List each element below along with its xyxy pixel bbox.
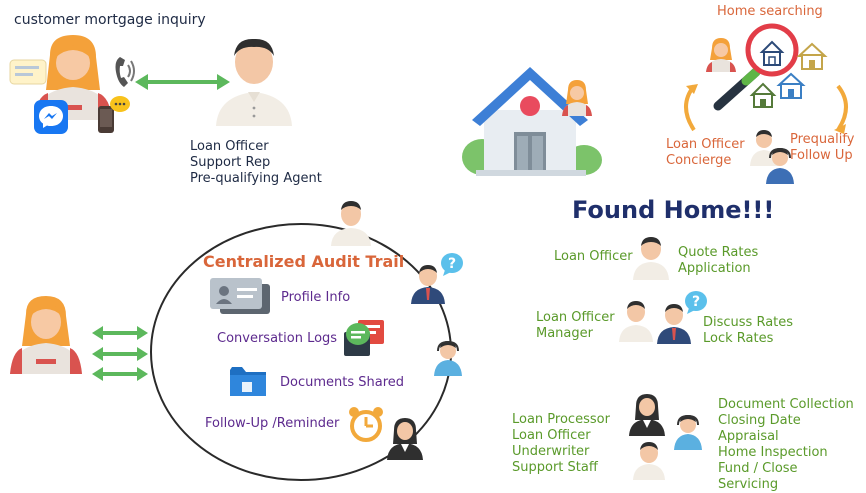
customer-woman-icon bbox=[10, 296, 82, 374]
connection-arrow bbox=[92, 347, 148, 361]
profile-card-icon bbox=[210, 278, 270, 314]
stage1-right-label: Quote Rates Application bbox=[678, 245, 759, 276]
inquiry-role: Support Rep bbox=[190, 155, 271, 170]
processor-woman-icon bbox=[387, 418, 423, 460]
magnifier-icon bbox=[713, 23, 799, 111]
stage2-left-label: Loan Officer Manager bbox=[536, 310, 615, 341]
inquiry-role: Loan Officer bbox=[190, 139, 269, 154]
svg-text:?: ? bbox=[448, 256, 456, 272]
house-icon bbox=[462, 67, 602, 176]
chat-bubble-icon bbox=[9, 59, 47, 85]
processor-woman-icon bbox=[629, 394, 665, 436]
house-outline-icon bbox=[776, 72, 806, 99]
agent-headset-icon bbox=[674, 414, 702, 450]
question-bubble-icon: ? bbox=[441, 253, 463, 276]
connection-arrow bbox=[92, 326, 148, 340]
stage2-right-label: Discuss Rates Lock Rates bbox=[703, 315, 794, 346]
svg-text:?: ? bbox=[692, 294, 700, 310]
audit-title: Centralized Audit Trail bbox=[203, 252, 405, 271]
house-outline-icon bbox=[796, 42, 828, 70]
audit-item-label: Documents Shared bbox=[280, 375, 405, 390]
stage3-left-label: Loan Processor Loan Officer Underwriter … bbox=[512, 412, 610, 475]
house-outline-icon bbox=[749, 82, 777, 108]
folder-icon bbox=[230, 367, 266, 396]
agent-headset-icon bbox=[766, 147, 794, 184]
agent-headset-icon bbox=[434, 340, 462, 376]
manager-icon bbox=[411, 265, 445, 304]
inquiry-title: customer mortgage inquiry bbox=[14, 12, 206, 28]
loan-officer-icon bbox=[216, 38, 292, 126]
manager-icon bbox=[657, 304, 691, 344]
home-search-title: Home searching bbox=[717, 4, 823, 19]
concierge-man-icon bbox=[750, 130, 778, 166]
loan-officer-icon bbox=[619, 301, 653, 342]
loan-officer-icon bbox=[633, 237, 669, 280]
question-bubble-icon: ? bbox=[685, 291, 707, 314]
prequalify-label: Prequalify Follow Up bbox=[790, 132, 855, 163]
inquiry-role: Pre-qualifying Agent bbox=[190, 171, 322, 186]
searching-woman-icon bbox=[706, 38, 736, 72]
stage3-right-label: Document Collection Closing Date Apprais… bbox=[718, 397, 854, 492]
connection-arrow bbox=[135, 74, 230, 90]
connection-arrow bbox=[92, 367, 148, 381]
conversation-icon bbox=[344, 320, 384, 356]
concierge-label: Loan Officer Concierge bbox=[666, 137, 745, 168]
phone-ringing-icon bbox=[115, 57, 135, 87]
team-member-icon bbox=[331, 201, 371, 246]
mobile-chat-icon bbox=[98, 96, 130, 133]
found-home-title: Found Home!!! bbox=[572, 196, 775, 224]
homebuyer-woman-icon bbox=[562, 80, 592, 116]
audit-item-label: Conversation Logs bbox=[217, 331, 338, 346]
underwriter-icon bbox=[633, 442, 665, 480]
audit-item-label: Follow-Up /Reminder bbox=[205, 416, 340, 431]
alarm-clock-icon bbox=[349, 407, 383, 442]
cycle-arrow-icon bbox=[684, 84, 698, 132]
messenger-icon bbox=[34, 100, 68, 134]
cycle-arrow-icon bbox=[834, 84, 848, 134]
stage1-left-label: Loan Officer bbox=[554, 249, 633, 264]
audit-item-label: Profile Info bbox=[281, 290, 351, 305]
